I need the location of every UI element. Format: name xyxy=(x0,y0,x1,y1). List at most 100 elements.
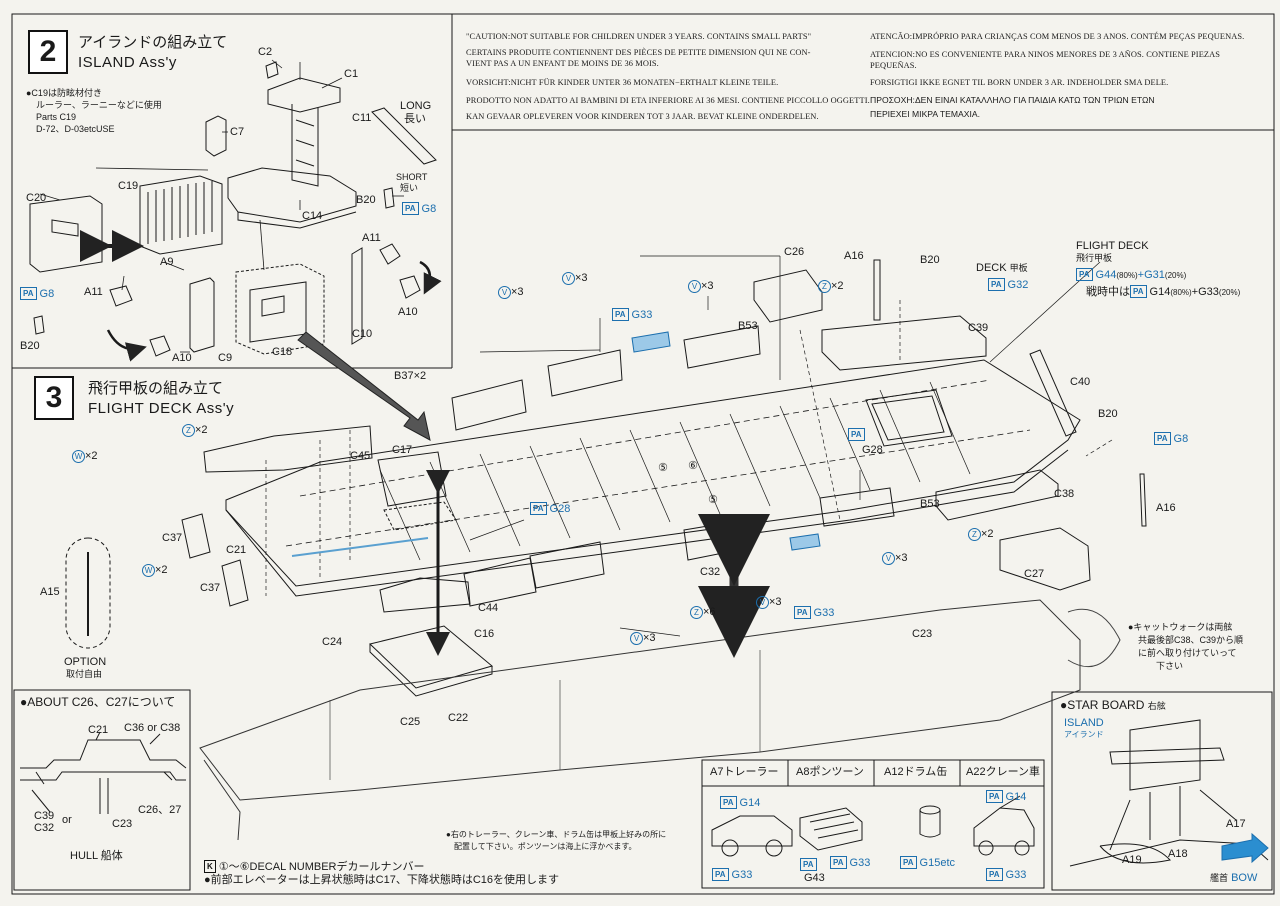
caution-line: "CAUTION:NOT SUITABLE FOR CHILDREN UNDER… xyxy=(466,32,812,41)
part-label: A16 xyxy=(1156,502,1176,514)
vehicle-note: ●右のトレーラー、クレーン車、ドラム缶は甲板上好みの所に xyxy=(446,830,667,839)
paint-label: G43 xyxy=(804,872,825,884)
hull xyxy=(199,599,1121,841)
vehicle-note: 配置して下さい。ポンツーンは海上に浮かべます。 xyxy=(454,842,637,851)
vehicle-header: A12ドラム缶 xyxy=(884,766,948,778)
caution-line: ΠΕΡΙΕΧΕΙ ΜΙΚΡΑ ΤΕΜΑΧΙΑ. xyxy=(870,109,981,119)
step-number: 2 xyxy=(28,30,68,74)
catwalk-note: ●キャットウォークは両舷 xyxy=(1128,622,1233,632)
caution-line: VORSICHT:NICHT FÜR KINDER UNTER 36 MONAT… xyxy=(466,78,779,87)
part-label: C21 xyxy=(226,544,247,556)
vehicle-header: A22クレーン車 xyxy=(966,766,1041,778)
part-label: B20 xyxy=(920,254,940,266)
caution-line: VIENT PAS A UN ENFANT DE MOINS DE 36 MOI… xyxy=(466,59,659,68)
part-label: C45 xyxy=(350,450,371,462)
quantity-label: Z×2 xyxy=(818,280,844,293)
quantity-label: V×3 xyxy=(562,272,588,285)
caution-line: ATENCÃO:IMPRÓPRIO PARA CRIANÇAS COM MENO… xyxy=(870,32,1245,41)
starboard-label: A17 xyxy=(1226,818,1246,830)
long-label: LONG xyxy=(400,100,432,112)
part-label: C32 xyxy=(700,566,721,578)
part-label: C11 xyxy=(352,112,372,124)
about-label: C32 xyxy=(34,822,55,834)
caution-line: PEQUEÑAS. xyxy=(870,61,917,70)
note-line: Parts C19 xyxy=(36,112,77,122)
quantity-label: V×3 xyxy=(756,596,782,609)
catwalk-note: 下さい xyxy=(1156,661,1184,671)
part-label: A9 xyxy=(160,256,174,268)
part-label: B53 xyxy=(920,498,940,510)
part-label: C38 xyxy=(1054,488,1075,500)
hull-label: HULL 船体 xyxy=(70,850,123,862)
part-label: B20 xyxy=(1098,408,1118,420)
catwalks xyxy=(203,269,1091,613)
flight-deck xyxy=(225,359,1081,597)
flight-deck-label: FLIGHT DECK xyxy=(1076,240,1149,252)
part-label: C9 xyxy=(218,352,233,364)
paint-callout: PA xyxy=(848,428,868,442)
option-label: OPTION xyxy=(64,656,107,668)
bow-arrow-icon xyxy=(1221,832,1269,864)
step-title-jp: アイランドの組み立て xyxy=(78,34,228,51)
short-label-jp: 短い xyxy=(400,183,419,193)
long-label-jp: 長い xyxy=(404,113,426,125)
about-label: C21 xyxy=(88,724,109,736)
part-label: A15 xyxy=(40,586,60,598)
part-label: C27 xyxy=(1024,568,1045,580)
option-outline xyxy=(65,537,111,649)
quantity-label: Z×2 xyxy=(182,424,208,437)
about-box xyxy=(13,689,191,891)
caution-line: KAN GEVAAR OPLEVEREN VOOR KINDEREN TOT 3… xyxy=(466,112,819,121)
part-label: C19 xyxy=(118,180,139,192)
part-label: A16 xyxy=(844,250,864,262)
part-label: C16 xyxy=(474,628,495,640)
caution-line: PRODOTTO NON ADATTO AI BAMBINI DI ETA IN… xyxy=(466,96,870,105)
about-label: C23 xyxy=(112,818,133,830)
part-label: A11 xyxy=(362,232,381,244)
part-label: C37 xyxy=(162,532,183,544)
part-label: B20 xyxy=(20,340,40,352)
note-line: ●C19は防眩材付き xyxy=(26,88,102,98)
catwalk-note: に前へ取り付けていって xyxy=(1138,648,1237,658)
step-title-jp: 飛行甲板の組み立て xyxy=(88,380,224,397)
vehicle-header: A7トレーラー xyxy=(710,766,779,778)
note-line: D-72、D-03etcUSE xyxy=(36,124,115,134)
quantity-label: V×3 xyxy=(630,632,656,645)
elevator-note: ●前部エレベーターは上昇状態時はC17、下降状態時はC16を使用します xyxy=(204,874,560,886)
part-label: C7 xyxy=(230,126,245,138)
island-label: ISLAND xyxy=(1064,717,1104,729)
short-label: SHORT xyxy=(396,172,428,182)
part-label: C39 xyxy=(968,322,989,334)
starboard-box xyxy=(1051,691,1273,891)
island-label-jp: アイランド xyxy=(1064,730,1104,739)
part-label: A10 xyxy=(172,352,192,364)
paint-label: G28 xyxy=(862,444,883,456)
starboard-label: A18 xyxy=(1168,848,1188,860)
caution-line: FORSIGTIGI IKKE EGNET TIL BORN UNDER 3 A… xyxy=(870,78,1169,87)
caution-line: ATENCION:NO ES CONVENIENTE PARA NINOS ME… xyxy=(870,50,1221,59)
caution-line: CERTAINS PRODUITE CONTIENNENT DES PIÈCES… xyxy=(466,48,811,57)
quantity-label: V×3 xyxy=(688,280,714,293)
part-count: B37×2 xyxy=(394,370,427,382)
decal-number: ⑤ xyxy=(658,462,668,474)
part-label: C22 xyxy=(448,712,469,724)
part-label: C18 xyxy=(272,346,293,358)
part-label: C14 xyxy=(302,210,323,222)
part-label: C2 xyxy=(258,46,273,58)
part-label: C20 xyxy=(26,192,47,204)
vehicle-header: A8ポンツーン xyxy=(796,766,864,778)
flight-deck-label-jp: 飛行甲板 xyxy=(1076,253,1113,263)
part-label: A10 xyxy=(398,306,418,318)
step-title-en: FLIGHT DECK Ass'y xyxy=(88,400,235,417)
